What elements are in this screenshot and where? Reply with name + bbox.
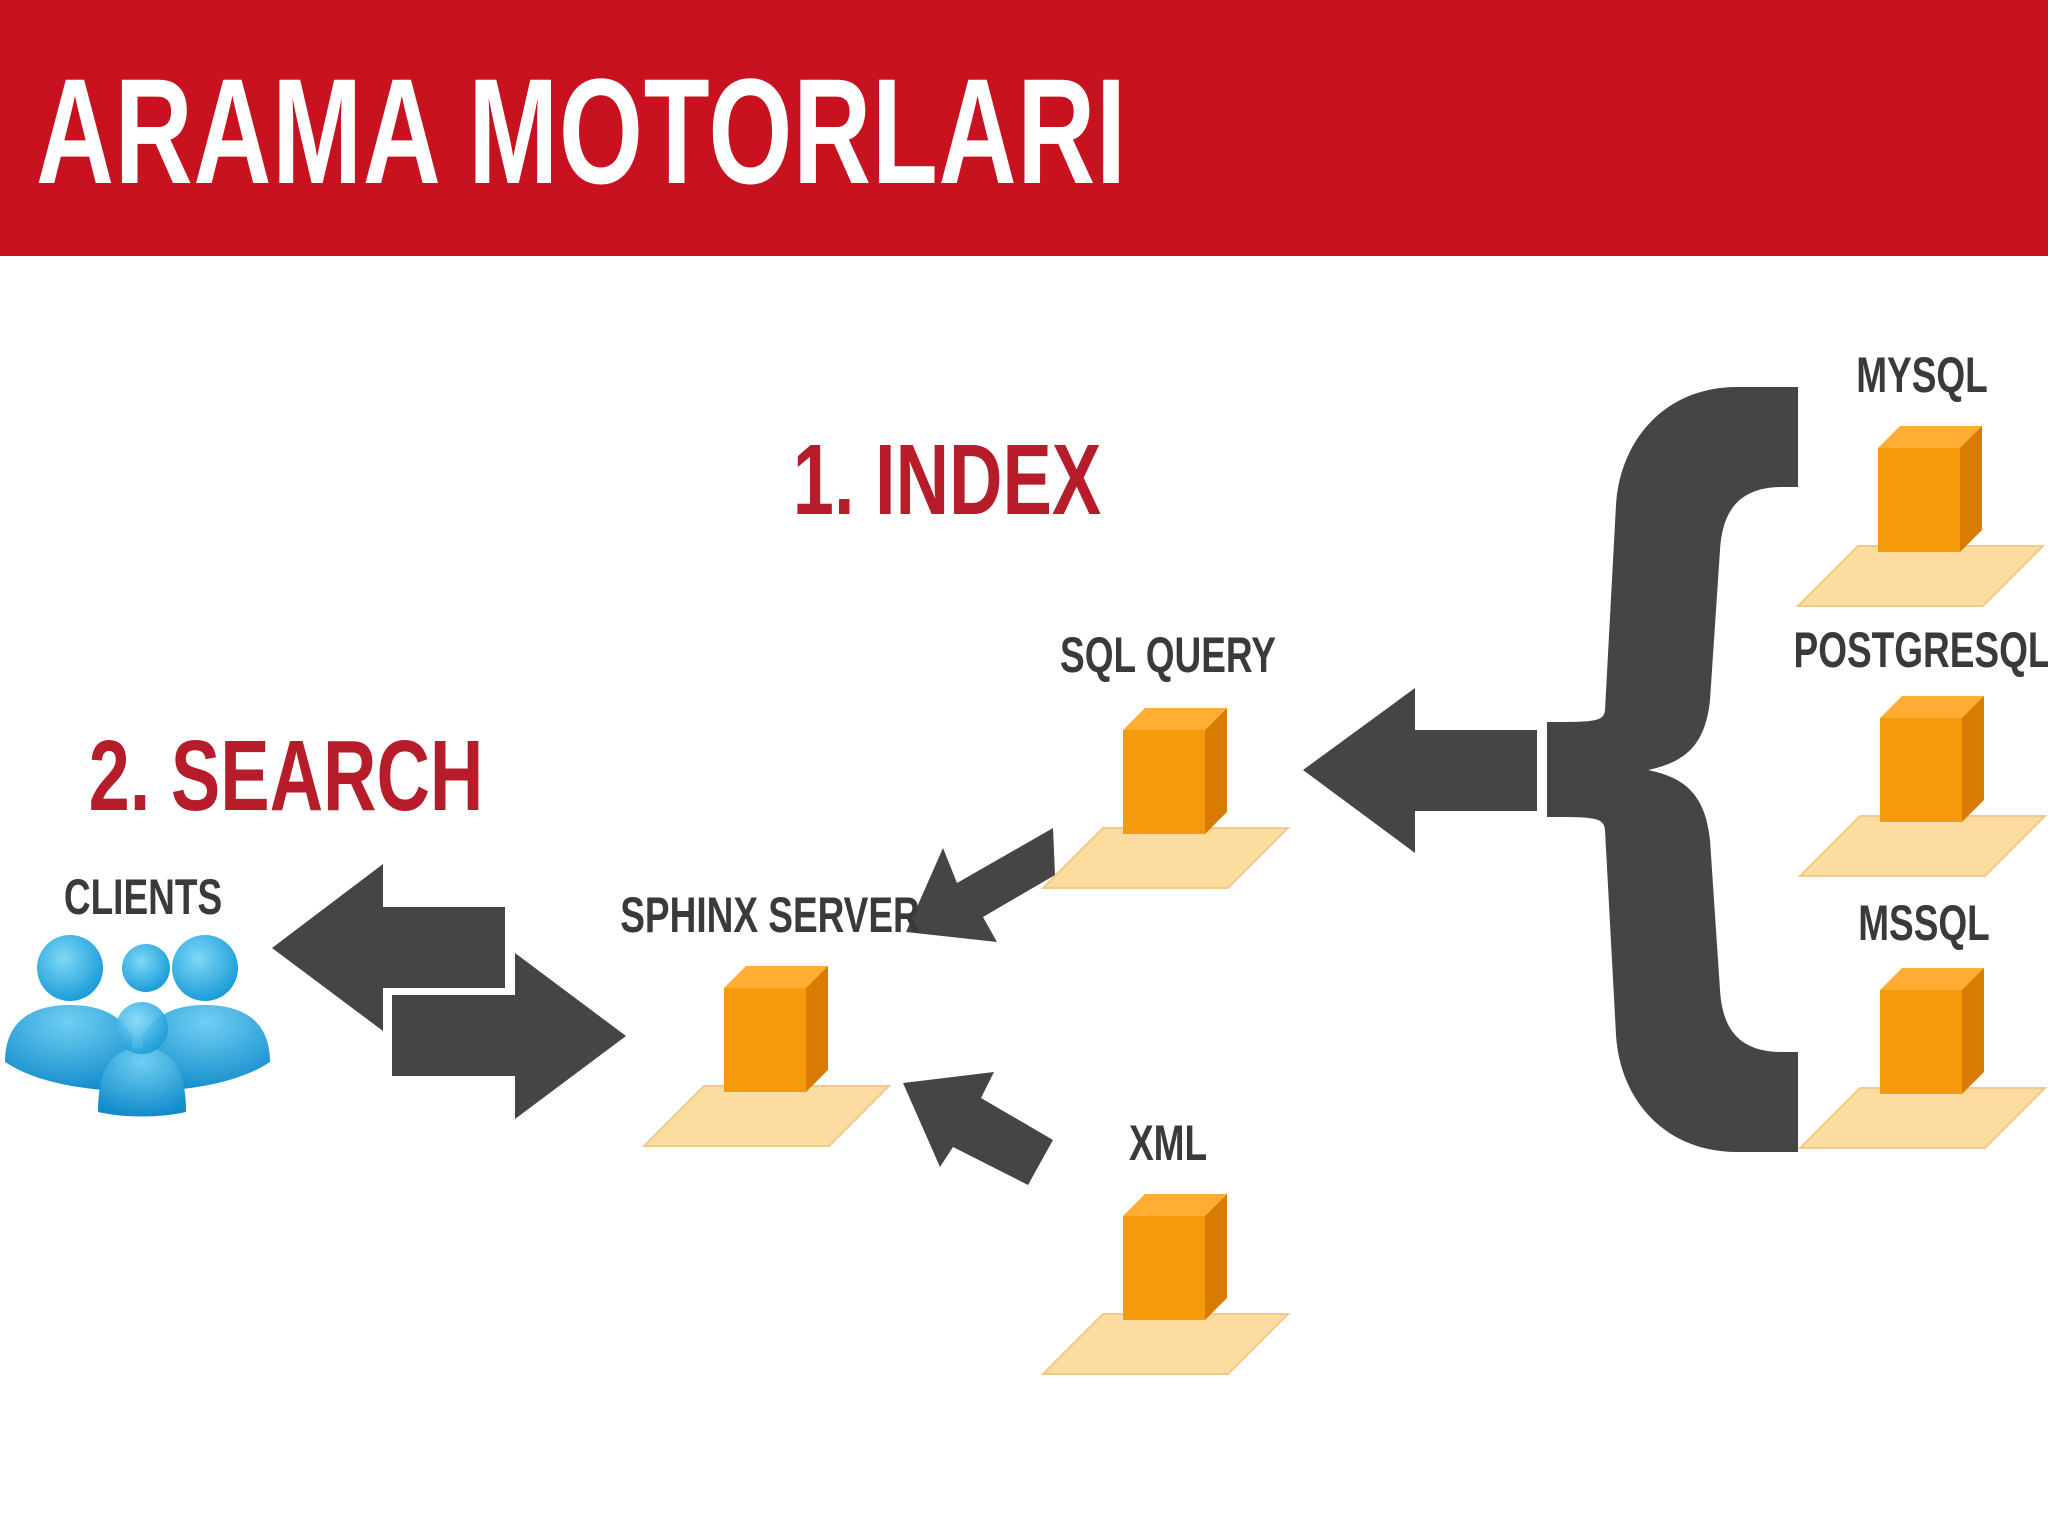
- arrow-icon: [1303, 688, 1537, 853]
- mssql-label: MSSQL: [1858, 895, 1990, 951]
- brace-icon: [1547, 387, 1798, 1152]
- clients-group-icon: [5, 935, 270, 1117]
- arrow-icon: [903, 1072, 1053, 1185]
- mysql-label: MYSQL: [1856, 347, 1988, 403]
- server-cube-icon: [643, 965, 890, 1147]
- server-cube-icon: [1797, 425, 2044, 607]
- header-bar: ARAMA MOTORLARI: [0, 0, 2048, 256]
- server-cube-icon: [1042, 707, 1289, 889]
- step-search-label: 2. SEARCH: [88, 720, 484, 832]
- clients-label: CLIENTS: [63, 869, 223, 925]
- arrow-icon: [272, 864, 505, 1031]
- server-cube-icon: [1799, 967, 2046, 1149]
- server-cube-icon: [1042, 1193, 1289, 1375]
- step-index-label: 1. INDEX: [792, 424, 1102, 536]
- page-title: ARAMA MOTORLARI: [36, 47, 1127, 215]
- postgresql-label: POSTGRESQL: [1793, 622, 2048, 678]
- xml-label: XML: [1128, 1115, 1208, 1171]
- server-cube-icon: [1799, 695, 2046, 877]
- arrow-icon: [906, 828, 1055, 942]
- sphinx-server-label: SPHINX SERVER: [620, 887, 920, 943]
- arrow-icon: [392, 953, 626, 1119]
- sql-query-label: SQL QUERY: [1060, 627, 1276, 683]
